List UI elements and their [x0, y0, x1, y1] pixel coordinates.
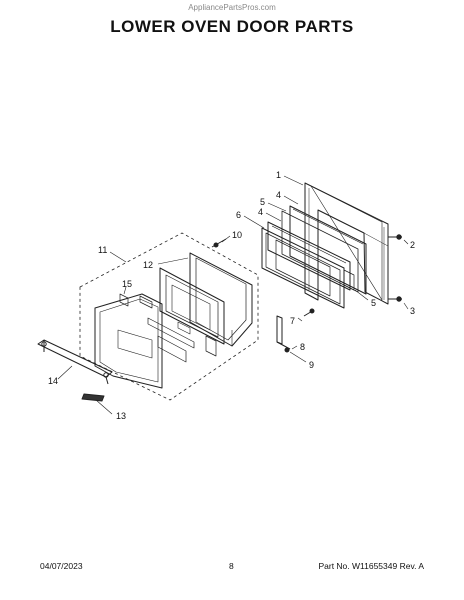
door-inner-frame: [159, 267, 225, 345]
footer-part-number: Part No. W11655349 Rev. A: [318, 561, 424, 571]
callout-4-lower: 4: [258, 207, 263, 217]
callout-13: 13: [116, 411, 126, 421]
clip-part-15: [119, 293, 129, 307]
callout-11: 11: [98, 245, 107, 255]
callout-3: 3: [410, 306, 415, 316]
outer-door-glass: [94, 293, 163, 389]
glass-panel-part-5-upper: [281, 210, 359, 293]
callout-10: 10: [232, 230, 242, 240]
leader-lines: [57, 175, 409, 415]
callout-7: 7: [290, 316, 295, 326]
vent-part-13: [81, 393, 105, 402]
callout-15: 15: [122, 279, 132, 289]
screw-part-9: [284, 347, 290, 353]
callout-14: 14: [48, 376, 58, 386]
screw-part-10: [211, 238, 227, 248]
footer-page-number: 8: [229, 561, 234, 571]
screw-part-2: [388, 234, 402, 240]
inner-door-frame-part-6: [261, 227, 345, 309]
screw-part-3: [388, 296, 402, 302]
callout-5-upper: 5: [260, 197, 265, 207]
page-title: LOWER OVEN DOOR PARTS: [110, 17, 354, 36]
callout-2: 2: [410, 240, 415, 250]
callout-labels: 1 4 5 4 6 2 5 3 10 11 12 15 7 8 9 14 13: [48, 170, 415, 421]
callout-4-upper: 4: [276, 190, 281, 200]
callout-6: 6: [236, 210, 241, 220]
callout-12: 12: [143, 260, 153, 270]
callout-1: 1: [276, 170, 281, 180]
glass-panel-part-4-lower: [267, 221, 351, 291]
door-insulation-strips: [139, 295, 217, 363]
glass-panel-part-4-upper: [289, 205, 367, 295]
callout-8: 8: [300, 342, 305, 352]
callout-9: 9: [309, 360, 314, 370]
screw-part-7: [303, 308, 315, 317]
footer-date: 04/07/2023: [40, 561, 83, 571]
glass-panel-part-5-lower: [343, 269, 355, 291]
door-handle-part-14: [37, 339, 113, 385]
hinge-bracket-part-8: [276, 315, 291, 350]
door-assembly-outline-part-11: [79, 232, 259, 401]
watermark: AppliancePartsPros.com: [188, 3, 276, 12]
callout-5-lower: 5: [371, 298, 376, 308]
door-liner-part-12: [189, 252, 253, 347]
